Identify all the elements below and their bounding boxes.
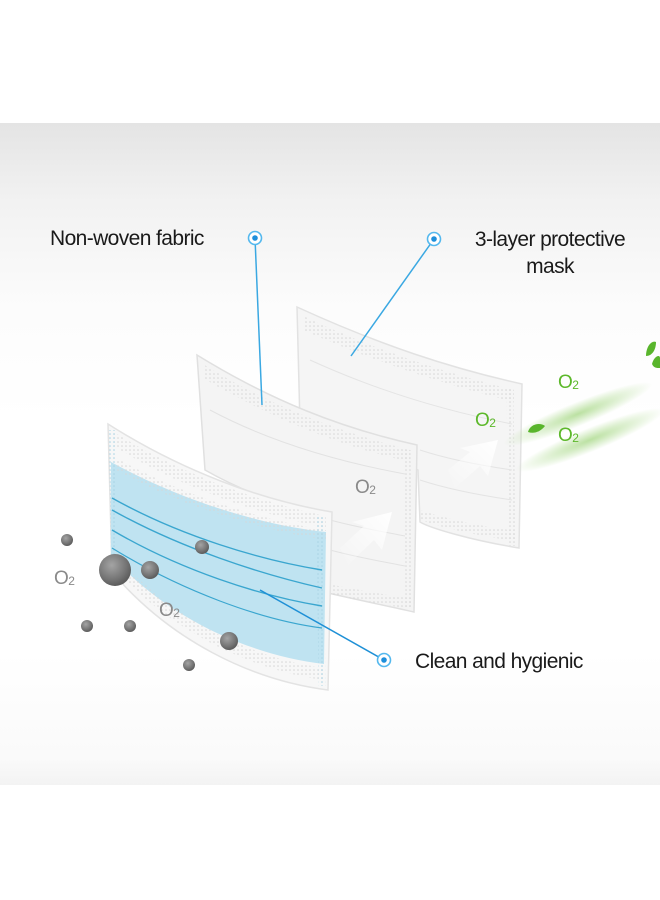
oxygen-subscript: 2 <box>68 574 75 588</box>
callout-three-layer-line2: mask <box>526 255 574 278</box>
outer-mask-layer <box>107 422 333 691</box>
leaf-icon <box>646 341 656 356</box>
callout-non-woven-fabric: Non-woven fabric <box>50 227 204 250</box>
leaf-icon <box>652 356 660 368</box>
oxygen-label-green: O2 <box>558 372 579 394</box>
callout-lines <box>254 237 435 661</box>
oxygen-symbol: O <box>558 372 573 393</box>
oxygen-subscript: 2 <box>572 431 579 445</box>
oxygen-symbol: O <box>54 568 69 589</box>
oxygen-symbol: O <box>159 600 174 621</box>
marker-icon-clean <box>376 652 392 668</box>
marker-icon-non-woven <box>247 230 263 246</box>
marker-icon-three-layer <box>426 231 442 247</box>
inner-mask-layer <box>296 305 523 549</box>
callout-three-layer-mask: 3-layer protective mask <box>455 226 645 280</box>
callout-three-layer-line1: 3-layer protective <box>474 228 626 251</box>
oxygen-subscript: 2 <box>572 378 579 392</box>
dust-particles <box>61 534 238 671</box>
oxygen-symbol: O <box>475 410 490 431</box>
oxygen-symbol: O <box>355 477 370 498</box>
oxygen-label-green: O2 <box>558 425 579 447</box>
oxygen-subscript: 2 <box>369 483 376 497</box>
oxygen-stream <box>503 341 660 472</box>
callout-clean-hygienic: Clean and hygienic <box>415 650 583 673</box>
oxygen-label: O2 <box>355 477 376 499</box>
oxygen-label-green: O2 <box>475 410 496 432</box>
oxygen-symbol: O <box>558 425 573 446</box>
oxygen-label: O2 <box>159 600 180 622</box>
oxygen-subscript: 2 <box>489 416 496 430</box>
oxygen-label: O2 <box>54 568 75 590</box>
oxygen-subscript: 2 <box>173 606 180 620</box>
leaf-icon <box>528 424 545 433</box>
